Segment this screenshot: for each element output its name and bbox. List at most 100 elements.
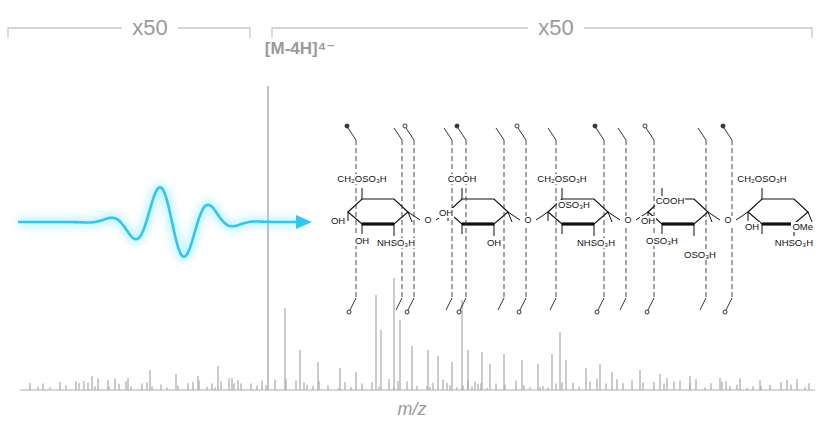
spectrum-peak [233,384,234,390]
cleavage-marker [595,310,599,314]
spectrum-peak [596,379,597,390]
ring-front-bond [562,222,594,225]
glycosidic-oxygen: O [623,216,632,225]
spectrum-peak [399,320,400,390]
spectrum-peak [355,372,356,390]
spectrum-peak [175,374,176,390]
spectrum-peak [710,383,711,390]
scale-factor: x50 [535,17,576,39]
spectrum-peak [416,386,417,390]
spectrum-peak [769,385,770,390]
cleavage-hook [596,128,604,310]
bond [808,212,812,222]
spectrum-peak [29,383,30,390]
spectrum-peak [796,379,797,390]
spectrum-peak [572,383,573,390]
precursor-peak [267,86,268,390]
cleavage-marker [455,124,459,128]
spectrum-peak [679,380,680,390]
scale-factor: x50 [129,17,170,39]
spectrum-peak [578,387,579,390]
spectrum-peak [192,382,193,390]
spectrum-peak [214,388,215,390]
spectrum-peak [75,381,76,390]
spectrum-peak [547,388,548,390]
glycosidic-oxygen: O [423,216,432,225]
spectrum-peak [429,387,430,390]
spectrum-peak [565,360,566,390]
spectrum-peak [141,384,142,390]
spectrum-peak [471,386,472,390]
spectrum-peak [719,378,720,390]
spectrum-peak [317,362,318,390]
ring-front-bond [762,222,794,225]
spectrum-peak [542,386,543,390]
spectrum-peak [42,384,43,390]
spectrum-peak [87,382,88,390]
precursor-ion: [M-4H]⁴⁻ [263,40,337,57]
cleavage-hook [406,128,414,310]
spectrum-peak [231,378,232,390]
spectrum-peak [114,378,115,390]
spectrum-peak [539,387,540,390]
cleavage-hook [548,128,556,310]
spectrum-peak [486,388,487,390]
spectrum-peak [375,295,376,390]
spectrum-peak [350,387,351,390]
spectrum-peak [559,332,560,390]
substituent: OH [744,222,760,232]
spectrum-peak [561,383,562,390]
spectrum-peak [295,381,296,390]
spectrum-peak [160,384,161,390]
spectrum-peak [456,387,457,390]
spectrum-peak [166,387,167,390]
spectrum-peak [206,387,207,390]
cleavage-marker [645,310,649,314]
spectrum-peak [673,381,674,390]
cleavage-marker [515,124,519,128]
spectrum-peak [616,379,617,390]
ring-front-bond [362,222,394,225]
laser-pulse [18,187,312,256]
spectrum-peak [790,385,791,390]
bond [494,224,495,236]
cleavage-hook [394,128,402,310]
sugar-ring [448,199,508,224]
spectrum-peak [265,385,266,390]
spectrum-peak [83,381,84,390]
spectrum-peak [217,366,218,390]
spectrum-peak [197,376,198,390]
cleavage-marker [347,310,351,314]
spectrum-peak [599,364,600,390]
cleavage-marker [457,310,461,314]
spectrum-peak [495,383,496,390]
substituent: COOH [655,196,686,206]
cleavage-marker [405,310,409,314]
spectrum-peak [759,380,760,390]
spectrum-peak [474,382,475,390]
substituent: OSO₃H [683,250,717,260]
sugar-ring [348,199,408,224]
cleavage-marker [593,124,597,128]
spectrum-peak [461,300,462,390]
bond [694,224,695,236]
spectrum-peak [228,378,229,390]
spectrum-peak [130,386,131,390]
axis-title: m/z [398,400,427,418]
spectrum-peak [477,384,478,390]
substituent: OSO₃H [557,200,591,210]
spectrum-peak [411,346,412,390]
spectrum-peak [380,330,381,390]
substituent: OSO₃H [645,236,679,246]
cleavage-hook [724,128,732,310]
bond [662,224,663,234]
spectrum-peak [187,383,188,390]
spectrum-peak [371,382,372,390]
cleavage-line [504,140,505,298]
bond [362,224,363,234]
bond [762,224,763,234]
spectrum-peak [49,387,50,390]
spectrum-peak [666,378,667,390]
cleavage-line [452,140,453,298]
